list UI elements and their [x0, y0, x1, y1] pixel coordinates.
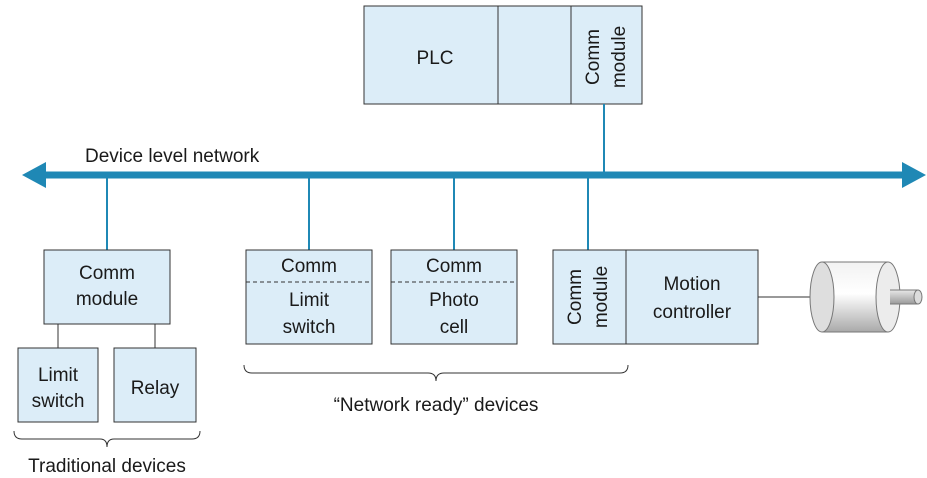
plc-comm-line1: Comm [583, 29, 604, 85]
traditional-limit-switch: Limit switch [17, 347, 99, 423]
relay-label: Relay [131, 378, 180, 399]
traditional-limit-line1: Limit [38, 365, 79, 386]
traditional-comm-line2: module [76, 289, 138, 310]
traditional-comm-module: Comm module [43, 249, 171, 325]
motion-comm-line1: Comm [565, 269, 586, 325]
network-limit-line2: switch [283, 317, 336, 338]
photo-line1: Photo [429, 290, 479, 311]
photo-comm-label: Comm [426, 256, 482, 277]
traditional-group-label: Traditional devices [28, 456, 186, 477]
device-level-network-bus [22, 162, 926, 188]
relay: Relay [113, 347, 197, 423]
plc-comm-line2: module [609, 26, 630, 88]
motion-line1: Motion [663, 274, 720, 295]
motor-icon [809, 261, 923, 333]
network-ready-group-label: “Network ready” devices [334, 395, 539, 416]
traditional-wiring [57, 324, 156, 348]
photo-line2: cell [440, 317, 469, 338]
plc-label: PLC [417, 48, 454, 69]
network-ready-limit-switch: Comm Limit switch [245, 249, 373, 345]
limit-comm-label: Comm [281, 256, 337, 277]
traditional-comm-line1: Comm [79, 263, 135, 284]
motion-comm-line2: module [591, 266, 612, 328]
network-limit-line1: Limit [289, 290, 330, 311]
motion-line2: controller [653, 302, 732, 323]
network-ready-photo-cell: Comm Photo cell [390, 249, 518, 345]
bus-arrow-right [902, 162, 926, 188]
bus-arrow-left [22, 162, 46, 188]
motion-controller: Comm module Motion controller [552, 249, 759, 345]
traditional-brace [13, 430, 201, 448]
traditional-limit-line2: switch [32, 391, 85, 412]
network-label: Device level network [85, 146, 260, 167]
network-ready-brace [243, 364, 629, 382]
plc-rack: PLC Comm module [363, 5, 643, 105]
